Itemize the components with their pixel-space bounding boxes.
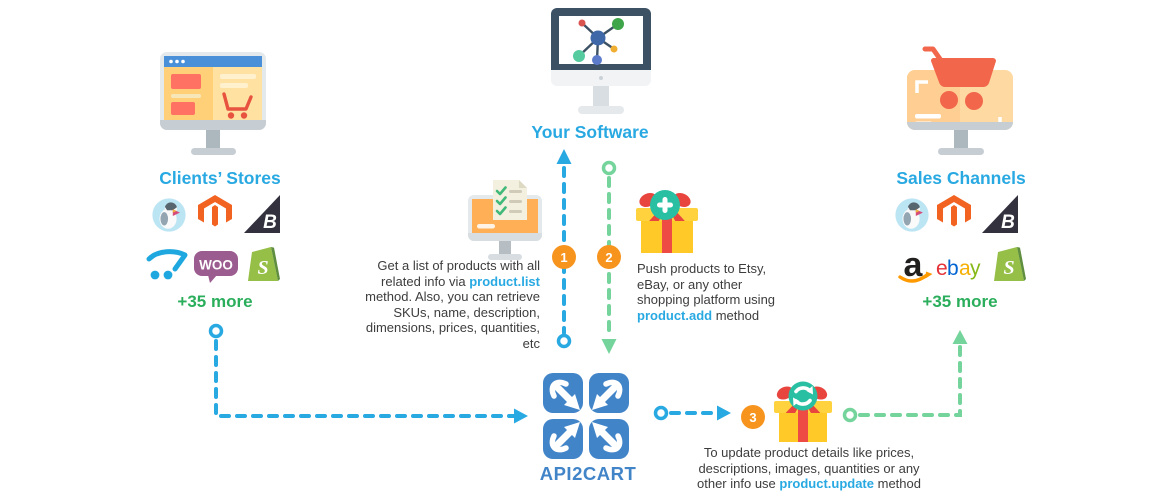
step-1-text-after: method. Also, you can retrieve SKUs, nam… — [365, 289, 540, 351]
step-3-text: To update product details like prices, d… — [686, 445, 932, 492]
woocommerce-icon: WOO — [194, 251, 238, 283]
your-software-label: Your Software — [531, 122, 649, 142]
bigcommerce-icon-right: B — [982, 195, 1018, 233]
step-3-text-after: method — [874, 476, 921, 491]
api2cart-label: API2CART — [539, 463, 637, 484]
magento-icon-right — [937, 195, 971, 227]
bigcommerce-icon: B — [244, 195, 280, 233]
product-update-gift-icon — [774, 381, 832, 442]
your-software-monitor-icon — [551, 8, 651, 114]
connector-step3-to-sales — [842, 330, 968, 423]
step-2-number: 2 — [605, 249, 613, 265]
product-add-gift-icon — [636, 190, 698, 253]
bigcommerce-letter: B — [263, 212, 277, 233]
step-2-text: Push products to Etsy, eBay, or any othe… — [637, 261, 789, 323]
step-3-method: product.update — [779, 476, 874, 491]
woocommerce-letters: WOO — [199, 258, 233, 273]
prestashop-icon-right — [895, 198, 929, 232]
step-3-text-before: To update product details like prices, d… — [697, 445, 920, 491]
clients-more-label: +35 more — [177, 292, 253, 311]
step-2-text-after: method — [712, 307, 760, 323]
step-3-number: 3 — [749, 409, 757, 425]
clients-stores-label: Clients’ Stores — [159, 168, 281, 188]
step-1-method: product.list — [469, 273, 540, 289]
clients-stores-monitor-icon — [160, 52, 266, 155]
opencart-icon — [146, 249, 188, 280]
step-2-text-before: Push products to Etsy, eBay, or any othe… — [637, 261, 776, 307]
step-3-badge: 3 — [741, 405, 765, 429]
step-2-method: product.add — [637, 307, 713, 323]
refresh-icon — [788, 381, 818, 411]
step-1-badge: 1 — [552, 245, 576, 269]
plus-icon — [650, 190, 680, 220]
ebay-letter-y: y — [970, 257, 981, 280]
shopify-icon-right: S — [994, 247, 1026, 281]
shopify-letter: S — [257, 257, 268, 279]
shopify-icon-left: S — [248, 247, 280, 281]
ebay-letter-b: b — [947, 257, 958, 280]
product-list-icon — [468, 180, 542, 260]
amazon-icon: a — [898, 246, 933, 284]
step-1-text-before: Get a list of products with all related … — [377, 258, 540, 289]
amazon-letter: a — [904, 246, 924, 284]
ebay-letter-e: e — [936, 257, 947, 280]
checklist-paper-icon — [493, 180, 527, 220]
ebay-icon: e b a y — [936, 257, 983, 280]
step-2-badge: 2 — [597, 245, 621, 269]
step-1-number: 1 — [560, 249, 568, 265]
magento-icon — [198, 195, 232, 227]
prestashop-icon — [152, 198, 186, 232]
svg-text:e b a y: e b a y — [936, 257, 981, 280]
api2cart-logo — [543, 373, 629, 459]
sales-cart-icon — [922, 46, 996, 110]
connector-clients-to-api2cart — [208, 323, 528, 424]
sales-channels-monitor-icon — [907, 46, 1013, 155]
step-1-text: Get a list of products with all related … — [348, 258, 540, 351]
sales-channels-label: Sales Channels — [896, 168, 1026, 188]
sales-more-label: +35 more — [922, 292, 998, 311]
connector-api2cart-to-step3 — [653, 405, 731, 421]
shopify-letter-right: S — [1003, 257, 1014, 279]
bigcommerce-letter-right: B — [1001, 212, 1015, 233]
storefront-cart-icon — [222, 92, 253, 119]
